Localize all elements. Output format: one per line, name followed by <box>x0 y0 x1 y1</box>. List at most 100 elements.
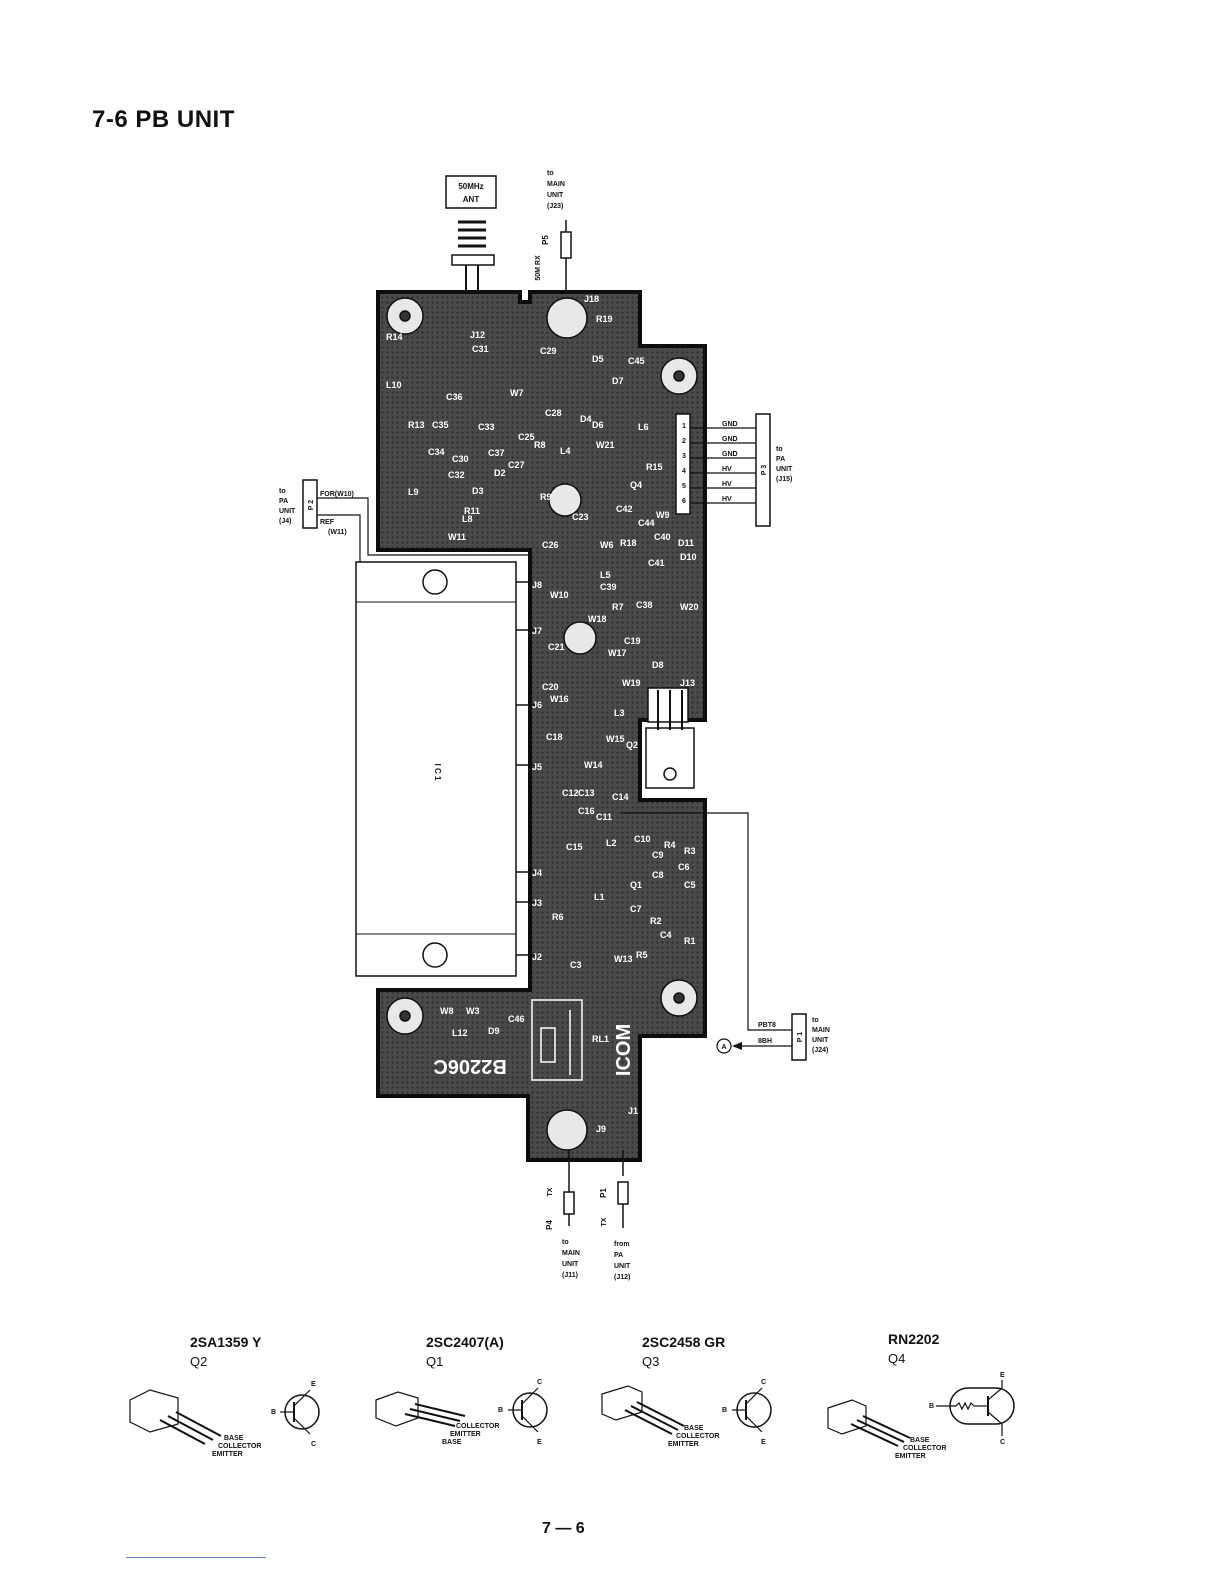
label-r1: R1 <box>684 936 696 946</box>
label-c21: C21 <box>548 642 565 652</box>
label-d5: D5 <box>592 354 604 364</box>
p2-dest-0: to <box>279 488 286 495</box>
p4-dest-2: UNIT <box>562 1261 579 1268</box>
label-w3: W3 <box>466 1006 480 1016</box>
p1-dest-3: (J24) <box>812 1047 828 1054</box>
p3-dest-2: UNIT <box>776 466 793 473</box>
q2-designator: Q2 <box>190 1354 208 1369</box>
label-d6: D6 <box>592 420 604 430</box>
q4-sym-pin-0: E <box>1000 1372 1005 1379</box>
label-c23: C23 <box>572 512 589 522</box>
q3-sym-pin-1: B <box>722 1407 727 1414</box>
label-q1: Q1 <box>630 880 642 890</box>
q4-sym-pin-2: C <box>1000 1439 1005 1446</box>
transistor-q4-pinout: BASE COLLECTOR EMITTER E B C <box>827 1372 1015 1460</box>
label-j8: J8 <box>532 580 542 590</box>
label-r6: R6 <box>552 912 564 922</box>
label-w21: W21 <box>596 440 615 450</box>
p1-plug-label: P 1 <box>797 1032 804 1042</box>
p2-dest-1: PA <box>279 498 288 505</box>
label-l3: L3 <box>614 708 625 718</box>
label-c36: C36 <box>446 392 463 402</box>
footer-rule <box>126 1557 266 1558</box>
label-c42: C42 <box>616 504 633 514</box>
p5-dest-2: UNIT <box>547 192 564 199</box>
ic1-module: I C 1 <box>355 561 540 977</box>
label-c32: C32 <box>448 470 465 480</box>
transistor-q3-pinout: BASE COLLECTOR EMITTER C B E <box>601 1379 772 1448</box>
antenna-freq-label: 50MHz <box>458 182 483 191</box>
label-w15: W15 <box>606 734 625 744</box>
q2-sym-pin-1: B <box>271 1409 276 1416</box>
q1-sym-pin-2: E <box>537 1439 542 1446</box>
p1tx-plug-label: P1 <box>599 1188 608 1198</box>
label-w14: W14 <box>584 760 603 770</box>
label-d8: D8 <box>652 660 664 670</box>
label-c25: C25 <box>518 432 535 442</box>
q2-sym-pin-0: E <box>311 1381 316 1388</box>
label-c19: C19 <box>624 636 641 646</box>
label-l1: L1 <box>594 892 605 902</box>
label-j7: J7 <box>532 626 542 636</box>
p3-hv-1: HV <box>722 466 732 473</box>
q2-pin-1: COLLECTOR <box>218 1443 261 1450</box>
label-c38: C38 <box>636 600 653 610</box>
p4-dest-3: (J11) <box>562 1272 578 1279</box>
label-l10: L10 <box>386 380 402 390</box>
label-d3: D3 <box>472 486 484 496</box>
label-q4: Q4 <box>630 480 642 490</box>
p4-dest-1: MAIN <box>562 1250 580 1257</box>
label-c7: C7 <box>630 904 642 914</box>
label-c5: C5 <box>684 880 696 890</box>
label-c35: C35 <box>432 420 449 430</box>
p2-plug-label: P 2 <box>308 500 315 510</box>
label-r19: R19 <box>596 314 613 324</box>
p5-plug-label: P5 <box>541 235 550 245</box>
q2-pin-0: BASE <box>224 1435 244 1442</box>
label-c16: C16 <box>578 806 595 816</box>
label-r5: R5 <box>636 950 648 960</box>
label-r9: R9 <box>540 492 552 502</box>
label-c44: C44 <box>638 518 655 528</box>
q4-pin-0: BASE <box>910 1437 930 1444</box>
label-c9: C9 <box>652 850 664 860</box>
p1-pin-pbt8: PBT8 <box>758 1022 776 1029</box>
p3-pin-5: 5 <box>682 483 686 490</box>
brand-logo: ICOM <box>613 1024 635 1076</box>
p3-pin-2: 2 <box>682 438 686 445</box>
antenna-connector: 50MHz ANT <box>445 175 497 300</box>
q3-sym-pin-2: E <box>761 1439 766 1446</box>
p5-dest-1: MAIN <box>547 181 565 188</box>
q3-pin-2: EMITTER <box>668 1441 699 1448</box>
transistor-q2-pinout: BASE COLLECTOR EMITTER E B C <box>129 1381 320 1458</box>
p1-pin-8bh: 8BH <box>758 1038 772 1045</box>
label-j3: J3 <box>532 898 542 908</box>
p4-tx-connector: P4 TX to MAIN UNIT (J11) <box>545 1150 580 1279</box>
p3-plug-label: P 3 <box>761 465 768 475</box>
label-c39: C39 <box>600 582 617 592</box>
q2-sym-pin-2: C <box>311 1441 316 1448</box>
label-r15: R15 <box>646 462 663 472</box>
label-r3: R3 <box>684 846 696 856</box>
page-title: 7-6 PB UNIT <box>92 106 235 133</box>
p3-pin-4: 4 <box>682 468 686 475</box>
p1-marker: A <box>721 1044 726 1051</box>
label-c18: C18 <box>546 732 563 742</box>
q3-pin-0: BASE <box>684 1425 704 1432</box>
label-c11: C11 <box>596 812 612 822</box>
label-l6: L6 <box>638 422 649 432</box>
p1tx-dest-1: PA <box>614 1252 623 1259</box>
q1-pin-1: EMITTER <box>450 1431 481 1438</box>
q4-designator: Q4 <box>888 1351 906 1366</box>
label-d4: D4 <box>580 414 592 424</box>
p4-plug-label: P4 <box>545 1220 554 1230</box>
p3-connector: 1 2 3 4 5 6 P 3 GND GND GND HV HV HV to … <box>675 413 793 527</box>
label-c26: C26 <box>542 540 559 550</box>
label-w17: W17 <box>608 648 627 658</box>
p2-pin-ref: REF <box>320 519 335 526</box>
label-l9: L9 <box>408 487 419 497</box>
p1-connector: P 1 A PBT8 8BH to MAIN UNIT (J24) <box>620 812 830 1061</box>
label-w16: W16 <box>550 694 569 704</box>
q3-sym-pin-0: C <box>761 1379 766 1386</box>
